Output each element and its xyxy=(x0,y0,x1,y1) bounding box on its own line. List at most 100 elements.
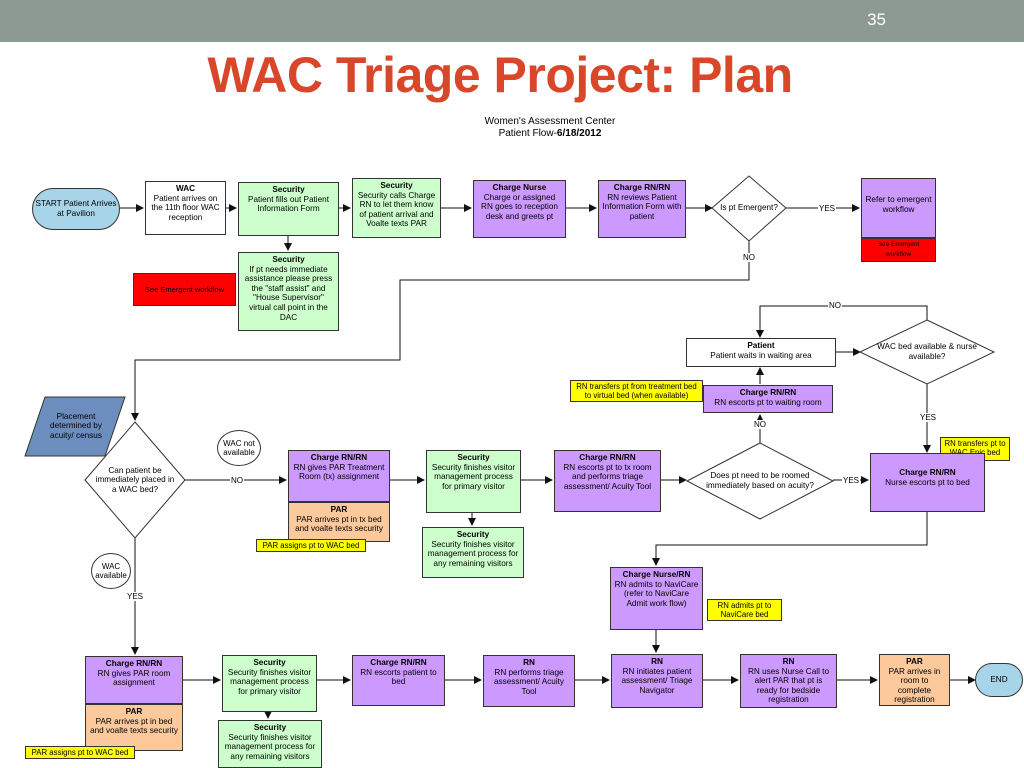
security-remaining-mid-text: Security finishes visitor management pro… xyxy=(427,539,519,568)
charge-rn-tx-assign-head: Charge RN/RN xyxy=(310,453,368,462)
wac-box: WAC Patient arrives on the 11th floor WA… xyxy=(145,181,226,235)
subtitle-prefix: Patient Flow- xyxy=(498,128,557,139)
par-tx-box: PAR PAR arrives pt in tx bed and voalte … xyxy=(288,502,390,542)
charge-rn-room-assign-text: RN gives PAR room assignment xyxy=(97,668,171,688)
charge-nurse-navicare-box: Charge Nurse/RN RN admits to NaviCare (r… xyxy=(610,567,703,630)
label-no-roomed: NO xyxy=(753,420,767,429)
charge-rn-tx-escort-text: RN escorts pt to tx room and performs tr… xyxy=(563,462,652,491)
par-bed-text: PAR arrives pt in bed and voalte texts s… xyxy=(90,716,178,736)
charge-rn-nurse-escort-box: Charge RN/RN Nurse escorts pt to bed xyxy=(870,453,985,512)
charge-rn-escort-bed-text: RN escorts patient to bed xyxy=(360,667,437,687)
security-visitor-bot-text: Security finishes visitor management pro… xyxy=(227,667,312,696)
security-assist-text: If pt needs immediate assistance please … xyxy=(244,264,333,322)
patient-wait-box: Patient Patient waits in waiting area xyxy=(686,338,836,367)
label-yes-roomed: YES xyxy=(842,476,861,485)
start-terminal: START Patient Arrives at Pavilion xyxy=(32,188,120,230)
decision-emergent-text: Is pt Emergent? xyxy=(720,203,778,213)
charge-rn-tx-assign-text: RN gives PAR Treatment Room (tx) assignm… xyxy=(293,462,385,482)
slide-title: WAC Triage Project: Plan xyxy=(207,47,793,103)
decision-emergent-shape xyxy=(711,175,787,242)
security-assist-box: Security If pt needs immediate assistanc… xyxy=(238,252,339,331)
charge-nurse-greet-head: Charge Nurse xyxy=(492,183,547,192)
charge-rn-nurse-escort-text: Nurse escorts pt to bed xyxy=(885,477,970,487)
label-no-bed-available: NO xyxy=(828,301,842,310)
security-assist-head: Security xyxy=(272,255,305,264)
par-register-head: PAR xyxy=(906,657,923,666)
charge-nurse-greet-box: Charge Nurse Charge or assigned RN goes … xyxy=(473,180,566,238)
security-remaining-bot-head: Security xyxy=(253,723,287,732)
rn-initiates-head: RN xyxy=(651,657,663,666)
patient-wait-text: Patient waits in waiting area xyxy=(710,350,812,360)
wac-available-circle: WAC available xyxy=(91,553,131,589)
charge-rn-review-head: Charge RN/RN xyxy=(613,183,671,192)
decision-wac-bed-shape xyxy=(84,421,186,539)
security-remaining-bot-box: Security Security finishes visitor manag… xyxy=(218,720,322,768)
end-terminal: END xyxy=(975,663,1023,697)
charge-nurse-navicare-head: Charge Nurse/RN xyxy=(622,570,691,579)
par-tx-text: PAR arrives pt in tx bed and voalte text… xyxy=(295,514,383,534)
edge-nurseescort-navicare xyxy=(652,512,928,566)
security-fill-box: Security Patient fills out Patient Infor… xyxy=(238,182,339,236)
security-remaining-bot-text: Security finishes visitor management pro… xyxy=(224,732,316,761)
label-no-emergent: NO xyxy=(742,253,756,262)
label-yes-wac-bed: YES xyxy=(126,592,145,601)
decision-roomed-shape xyxy=(685,442,835,520)
charge-rn-escort-bed-head: Charge RN/RN xyxy=(370,658,427,667)
charge-rn-escort-bed-box: Charge RN/RN RN escorts patient to bed xyxy=(352,655,445,706)
decision-bed-available-text: WAC bed available & nurse available? xyxy=(877,342,977,361)
charge-rn-room-assign-box: Charge RN/RN RN gives PAR room assignmen… xyxy=(85,656,183,704)
charge-rn-review-text: RN reviews Patient Information Form with… xyxy=(602,192,682,221)
security-call-head: Security xyxy=(380,181,413,190)
charge-rn-waiting-head: Charge RN/RN xyxy=(739,388,797,397)
subtitle-line-2: Patient Flow-6/18/2012 xyxy=(400,128,700,140)
rn-nurse-call-box: RN RN uses Nurse Call to alert PAR that … xyxy=(740,654,837,708)
charge-nurse-navicare-text: RN admits to NaviCare (refer to NaviCare… xyxy=(614,579,699,608)
refer-emergent-box: Refer to emergent workflow xyxy=(861,178,936,238)
charge-rn-waiting-box: Charge RN/RN RN escorts pt to waiting ro… xyxy=(703,385,833,413)
wac-not-available-circle: WAC not available xyxy=(217,430,261,466)
slide-number: 35 xyxy=(867,10,886,29)
charge-rn-waiting-text: RN escorts pt to waiting room xyxy=(714,397,822,407)
see-emergent-left: See Emergent workflow xyxy=(133,273,236,306)
decision-roomed-text: Does pt need to be roomed immediately ba… xyxy=(706,471,814,490)
rn-triage-head: RN xyxy=(523,658,535,667)
security-remaining-mid-box: Security Security finishes visitor manag… xyxy=(422,527,524,578)
note-par-assign-bot: PAR assigns pt to WAC bed xyxy=(25,746,135,759)
decision-wac-bed-text: Can patient be immediately placed in a W… xyxy=(95,465,175,494)
label-no-wac-bed: NO xyxy=(230,476,244,485)
edge-bedavail-no-loop xyxy=(756,305,928,338)
security-visitor-mid-text: Security finishes visitor management pro… xyxy=(431,462,516,491)
note-par-assign-mid: PAR assigns pt to WAC bed xyxy=(256,539,366,552)
security-fill-head: Security xyxy=(272,185,305,194)
rn-triage-text: RN performs triage assessment/ Acuity To… xyxy=(493,667,565,696)
top-bar: 35 xyxy=(0,0,1024,42)
decision-bed-available-shape xyxy=(858,319,996,385)
wac-head: WAC xyxy=(175,184,196,193)
wac-text: Patient arrives on the 11th floor WAC re… xyxy=(151,193,220,222)
subtitle-date: 6/18/2012 xyxy=(556,128,602,139)
label-yes-emergent: YES xyxy=(818,204,837,213)
security-call-text: Security calls Charge RN to let them kno… xyxy=(357,190,436,229)
par-bed-head: PAR xyxy=(125,707,143,716)
security-visitor-mid-head: Security xyxy=(457,453,490,462)
charge-rn-tx-escort-box: Charge RN/RN RN escorts pt to tx room an… xyxy=(554,450,661,512)
edge-no-to-placement xyxy=(131,241,750,421)
charge-rn-tx-escort-head: Charge RN/RN xyxy=(579,453,636,462)
charge-rn-room-assign-head: Charge RN/RN xyxy=(105,659,163,668)
rn-nurse-call-head: RN xyxy=(782,657,795,666)
par-bed-box: PAR PAR arrives pt in bed and voalte tex… xyxy=(85,704,183,751)
charge-rn-tx-assign-box: Charge RN/RN RN gives PAR Treatment Room… xyxy=(288,450,390,502)
placement-text: Placement determined by acuity/ census xyxy=(50,411,102,440)
diagram-subtitle: Women's Assessment Center Patient Flow-6… xyxy=(400,116,700,140)
security-remaining-mid-head: Security xyxy=(456,530,490,539)
charge-rn-nurse-escort-head: Charge RN/RN xyxy=(899,468,956,477)
rn-initiates-box: RN RN initiates patient assessment/ Tria… xyxy=(611,654,703,708)
security-visitor-bot-head: Security xyxy=(253,658,286,667)
see-emergent-small: See Emergent workflow xyxy=(861,238,936,262)
security-visitor-bot-box: Security Security finishes visitor manag… xyxy=(222,655,317,712)
placement-parallelogram-shape xyxy=(24,396,126,457)
rn-triage-box: RN RN performs triage assessment/ Acuity… xyxy=(483,655,575,707)
note-virtual-bed: RN transfers pt from treatment bed to vi… xyxy=(570,380,703,402)
security-fill-text: Patient fills out Patient Information Fo… xyxy=(247,194,329,214)
rn-nurse-call-text: RN uses Nurse Call to alert PAR that pt … xyxy=(748,666,829,705)
